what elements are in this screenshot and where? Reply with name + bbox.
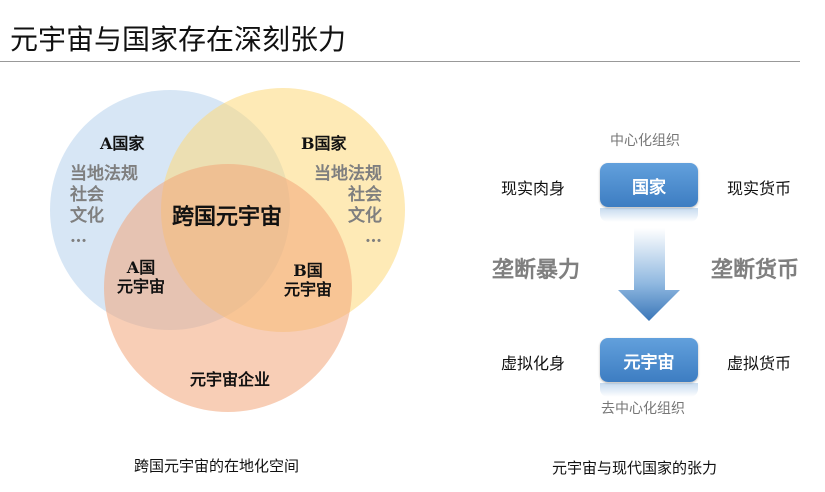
venn-caption: 跨国元宇宙的在地化空间	[134, 457, 300, 475]
b-meta-line1: B国	[293, 261, 323, 280]
b-local-more: …	[365, 227, 382, 247]
label-country-a: A国家	[100, 134, 145, 153]
a-local-factors: 当地法规 社会 文化 …	[70, 164, 138, 248]
centralized-org-label: 中心化组织	[610, 133, 680, 149]
label-enterprise: 元宇宙企业	[189, 370, 270, 389]
state-box-reflection	[600, 208, 698, 222]
b-local-society: 社会	[348, 185, 382, 205]
b-local-factors: 当地法规 社会 文化 …	[310, 164, 382, 248]
monopoly-currency-label: 垄断货币	[711, 257, 800, 283]
label-center: 跨国元宇宙	[171, 204, 282, 230]
real-body-label: 现实肉身	[501, 179, 566, 198]
metaverse-box: 元宇宙	[600, 338, 698, 382]
b-local-law: 当地法规	[314, 164, 382, 184]
b-local-culture: 文化	[348, 206, 382, 226]
monopoly-violence-label: 垄断暴力	[492, 257, 581, 283]
a-local-society: 社会	[70, 185, 104, 205]
label-country-b: B国家	[301, 134, 347, 153]
tension-caption: 元宇宙与现代国家的张力	[552, 459, 718, 477]
circle-enterprise	[104, 164, 352, 412]
page-title: 元宇宙与国家存在深刻张力	[10, 23, 347, 56]
virtual-avatar-label: 虚拟化身	[501, 354, 566, 373]
label-a-metaverse: A国 元宇宙	[108, 258, 174, 296]
label-b-metaverse: B国 元宇宙	[275, 261, 341, 299]
a-local-culture: 文化	[70, 206, 104, 226]
real-currency-label: 现实货币	[727, 179, 792, 198]
down-arrow-icon	[618, 228, 680, 321]
metaverse-box-reflection	[600, 383, 698, 397]
a-local-more: …	[70, 227, 87, 247]
title-divider	[0, 61, 800, 62]
state-box: 国家	[600, 163, 698, 207]
a-meta-line1: A国	[126, 258, 156, 277]
a-local-law: 当地法规	[70, 164, 138, 184]
b-meta-line2: 元宇宙	[283, 280, 332, 299]
a-meta-line2: 元宇宙	[116, 277, 165, 296]
decentralized-org-label: 去中心化组织	[601, 401, 685, 417]
virtual-currency-label: 虚拟货币	[727, 354, 792, 373]
